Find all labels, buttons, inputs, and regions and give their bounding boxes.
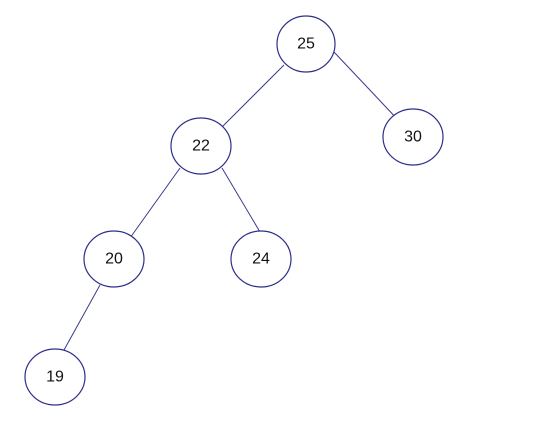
node-label: 19 [46, 369, 64, 386]
node-label: 22 [192, 138, 210, 155]
node-circle [382, 108, 444, 166]
edge-22-20 [129, 167, 181, 239]
edge-22-24 [221, 167, 261, 233]
tree-node-25: 25 [276, 15, 336, 73]
tree-node-30: 30 [382, 108, 444, 166]
tree-node-24: 24 [230, 230, 292, 288]
node-circle [170, 117, 232, 175]
edge-20-19 [63, 284, 101, 351]
tree-node-19: 19 [24, 348, 86, 406]
node-label: 25 [297, 36, 315, 53]
node-circle [24, 348, 86, 406]
tree-nodes: 25 22 30 20 24 19 [24, 15, 444, 406]
tree-node-20: 20 [83, 230, 145, 288]
node-circle [230, 230, 292, 288]
edge-25-22 [221, 64, 285, 128]
tree-edges [63, 51, 401, 351]
edge-25-30 [333, 51, 401, 123]
node-label: 20 [105, 251, 123, 268]
node-label: 24 [252, 251, 270, 268]
tree-node-22: 22 [170, 117, 232, 175]
node-circle [83, 230, 145, 288]
node-label: 30 [404, 129, 422, 146]
node-circle [276, 15, 336, 73]
